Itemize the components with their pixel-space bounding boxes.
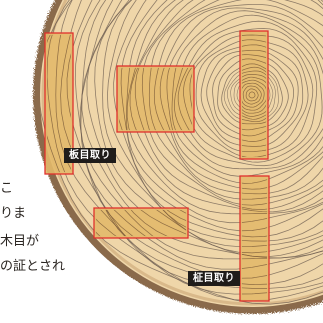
sapwood-edge [41, 0, 323, 306]
board-quarter-sawn-bottom [239, 175, 270, 302]
body-text-line-2: りま [0, 206, 27, 221]
body-text-line-3: 木目が [0, 234, 40, 249]
board-flat-sawn-top [116, 65, 195, 133]
body-text-line-1: こ [0, 181, 14, 196]
label-quarter-sawn: 柾目取り [188, 271, 240, 286]
board-grain-lines [47, 34, 267, 295]
body-text-line-4: の証とされ [0, 259, 66, 274]
board-quarter-sawn-top [239, 30, 269, 160]
label-flat-sawn: 板目取り [64, 148, 116, 163]
